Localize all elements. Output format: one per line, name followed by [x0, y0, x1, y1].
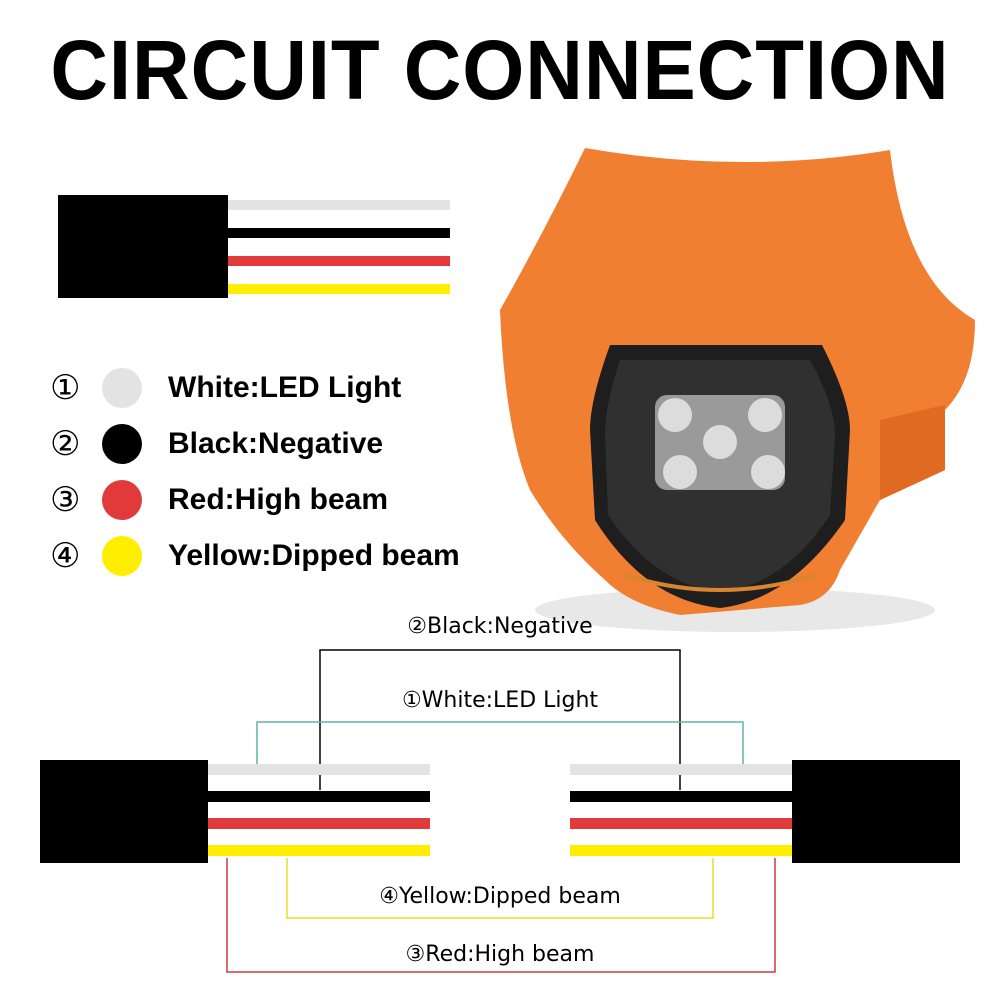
- black-connection-line: [319, 649, 681, 790]
- black-wire: [570, 791, 792, 802]
- red-wire: [228, 256, 450, 266]
- red-connection-line: [226, 858, 776, 973]
- page-title: CIRCUIT CONNECTION: [50, 23, 950, 117]
- legend-number: ④: [50, 536, 81, 576]
- legend-item-white: ① White:LED Light: [50, 368, 401, 408]
- red-wire: [570, 818, 792, 829]
- yellow-wire: [228, 284, 450, 294]
- yellow-connection-line: [286, 858, 714, 919]
- led-5: [751, 455, 785, 489]
- legend-label: Black:Negative: [168, 427, 384, 460]
- legend-item-yellow: ④ Yellow:Dipped beam: [50, 536, 460, 576]
- white-connection-line: [256, 721, 744, 765]
- red-dot-icon: [102, 480, 142, 520]
- amber-strip: [624, 573, 816, 592]
- led-4: [663, 455, 697, 489]
- legend-label: Red:High beam: [168, 483, 389, 516]
- cable-sheath: [58, 195, 228, 298]
- yellow-wire: [570, 845, 792, 856]
- left-wire-bundle: [40, 760, 430, 863]
- white-wire: [228, 200, 450, 210]
- led-3: [703, 425, 737, 459]
- black-wire: [228, 228, 450, 238]
- led-1: [658, 398, 692, 432]
- right-wire-bundle: [570, 760, 960, 863]
- legend-number: ②: [50, 424, 81, 464]
- legend-item-red: ③ Red:High beam: [50, 480, 388, 520]
- legend-number: ①: [50, 368, 81, 408]
- white-wire: [570, 764, 792, 775]
- headlight-image: [500, 148, 975, 632]
- led-2: [748, 398, 782, 432]
- legend-number: ③: [50, 480, 81, 520]
- red-wire: [208, 818, 430, 829]
- white-connection-label: ①White:LED Light: [401, 688, 599, 713]
- red-connection-label: ③Red:High beam: [405, 942, 595, 967]
- top-wire-bundle: [58, 195, 450, 298]
- white-dot-icon: [102, 368, 142, 408]
- yellow-connection-label: ④Yellow:Dipped beam: [379, 884, 621, 909]
- yellow-dot-icon: [102, 536, 142, 576]
- black-connection-label: ②Black:Negative: [407, 614, 593, 639]
- yellow-wire: [208, 845, 430, 856]
- black-wire: [208, 791, 430, 802]
- legend-label: Yellow:Dipped beam: [168, 539, 460, 572]
- connection-lines: [226, 649, 776, 973]
- cable-sheath: [40, 760, 208, 863]
- legend-label: White:LED Light: [168, 371, 402, 404]
- cable-sheath: [792, 760, 960, 863]
- legend-item-black: ② Black:Negative: [50, 424, 383, 464]
- white-wire: [208, 764, 430, 775]
- black-dot-icon: [102, 424, 142, 464]
- side-tab: [880, 405, 945, 500]
